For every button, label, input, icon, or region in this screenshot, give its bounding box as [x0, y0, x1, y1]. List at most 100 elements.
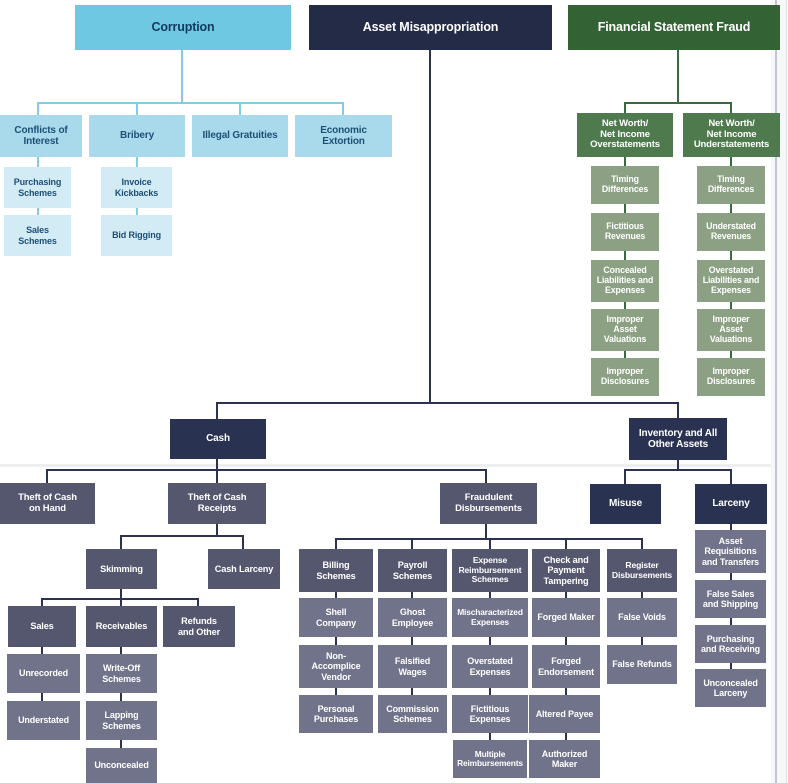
page-fold-line — [0, 464, 771, 467]
connector-line — [120, 589, 122, 599]
cash-larceny-box: Cash Larceny — [208, 549, 280, 589]
connector-line — [624, 204, 626, 213]
connector-line — [120, 740, 122, 748]
connector-line — [730, 102, 732, 113]
billing-schemes-box: Billing Schemes — [299, 549, 373, 592]
connector-line — [411, 688, 413, 695]
concealed-liabilities-expenses-box: Concealed Liabilities and Expenses — [591, 260, 659, 302]
connector-line — [41, 598, 43, 606]
connector-line — [429, 50, 431, 403]
connector-line — [565, 688, 567, 695]
connector-line — [624, 102, 626, 113]
timing-differences-under-box: Timing Differences — [697, 166, 765, 204]
improper-asset-valuations-over-box: Improper Asset Valuations — [591, 309, 659, 351]
connector-line — [730, 251, 732, 260]
connector-line — [489, 592, 491, 598]
connector-line — [120, 535, 122, 549]
connector-line — [677, 50, 679, 104]
financial-statement-fraud-box: Financial Statement Fraud — [568, 5, 780, 50]
false-sales-shipping-box: False Sales and Shipping — [695, 580, 766, 618]
connector-line — [411, 592, 413, 598]
expense-reimbursement-schemes-box: Expense Reimbursement Schemes — [452, 549, 528, 592]
authorized-maker-box: Authorized Maker — [529, 740, 600, 778]
connector-line — [730, 524, 732, 530]
connector-line — [624, 351, 626, 358]
connector-line — [485, 524, 487, 538]
forged-endorsement-box: Forged Endorsement — [532, 645, 600, 688]
connector-line — [730, 157, 732, 166]
connector-line — [120, 535, 244, 537]
connector-line — [216, 459, 218, 470]
understated-revenues-box: Understated Revenues — [697, 213, 765, 251]
connector-line — [565, 733, 567, 740]
connector-line — [641, 538, 643, 549]
purchasing-schemes-box: Purchasing Schemes — [4, 167, 71, 208]
connector-line — [730, 469, 732, 484]
falsified-wages-box: Falsified Wages — [378, 645, 447, 688]
connector-line — [641, 592, 643, 598]
corruption-box: Corruption — [75, 5, 291, 50]
connector-line — [489, 637, 491, 645]
improper-disclosures-over-box: Improper Disclosures — [591, 358, 659, 396]
connector-line — [136, 157, 138, 167]
connector-line — [677, 402, 679, 418]
fraudulent-disbursements-box: Fraudulent Disbursements — [440, 483, 537, 524]
connector-line — [730, 663, 732, 669]
cash-box: Cash — [170, 419, 266, 459]
refunds-and-other-box: Refunds and Other — [163, 606, 235, 647]
connector-line — [120, 693, 122, 701]
connector-line — [565, 538, 567, 549]
connector-line — [565, 592, 567, 598]
unrecorded-box: Unrecorded — [7, 654, 80, 693]
net-worth-overstatements-box: Net Worth/ Net Income Overstatements — [577, 113, 673, 157]
connector-line — [335, 637, 337, 645]
false-voids-box: False Voids — [607, 598, 677, 637]
purchasing-receiving-box: Purchasing and Receiving — [695, 625, 766, 663]
conflicts-of-interest-box: Conflicts of Interest — [0, 115, 82, 157]
connector-line — [730, 204, 732, 213]
connector-line — [120, 598, 122, 606]
connector-line — [624, 302, 626, 309]
connector-line — [489, 688, 491, 695]
asset-requisitions-transfers-box: Asset Requisitions and Transfers — [695, 530, 766, 573]
connector-line — [37, 102, 344, 104]
connector-line — [37, 208, 39, 215]
connector-line — [242, 535, 244, 549]
connector-line — [181, 50, 183, 104]
connector-line — [411, 637, 413, 645]
connector-line — [216, 402, 218, 419]
connector-line — [641, 637, 643, 645]
connector-line — [335, 592, 337, 598]
improper-asset-valuations-under-box: Improper Asset Valuations — [697, 309, 765, 351]
connector-line — [239, 102, 241, 115]
connector-line — [730, 351, 732, 358]
bid-rigging-box: Bid Rigging — [101, 215, 172, 256]
write-off-schemes-box: Write-Off Schemes — [86, 654, 157, 693]
larceny-box: Larceny — [695, 484, 767, 524]
inventory-other-assets-box: Inventory and All Other Assets — [629, 418, 727, 460]
unconcealed-box: Unconcealed — [86, 748, 157, 783]
connector-line — [342, 102, 344, 115]
connector-line — [335, 538, 642, 540]
bribery-box: Bribery — [89, 115, 185, 157]
altered-payee-box: Altered Payee — [529, 695, 600, 733]
ghost-employee-box: Ghost Employee — [378, 598, 447, 637]
connector-line — [46, 469, 48, 483]
commission-schemes-box: Commission Schemes — [378, 695, 447, 733]
connector-line — [216, 402, 679, 404]
connector-line — [335, 538, 337, 549]
understated-box: Understated — [7, 701, 80, 740]
connector-line — [46, 469, 487, 471]
multiple-reimbursements-box: Multiple Reimbursements — [453, 740, 527, 778]
connector-line — [624, 469, 626, 484]
fictitious-revenues-box: Fictitious Revenues — [591, 213, 659, 251]
mischaracterized-expenses-box: Mischaracterized Expenses — [452, 598, 528, 637]
fictitious-expenses-box: Fictitious Expenses — [452, 695, 528, 733]
non-accomplice-vendor-box: Non- Accomplice Vendor — [299, 645, 373, 688]
page-edge-line-outer — [786, 0, 787, 783]
connector-line — [624, 251, 626, 260]
connector-line — [120, 647, 122, 654]
check-payment-tampering-box: Check and Payment Tampering — [532, 549, 600, 592]
asset-misappropriation-box: Asset Misappropriation — [309, 5, 552, 50]
